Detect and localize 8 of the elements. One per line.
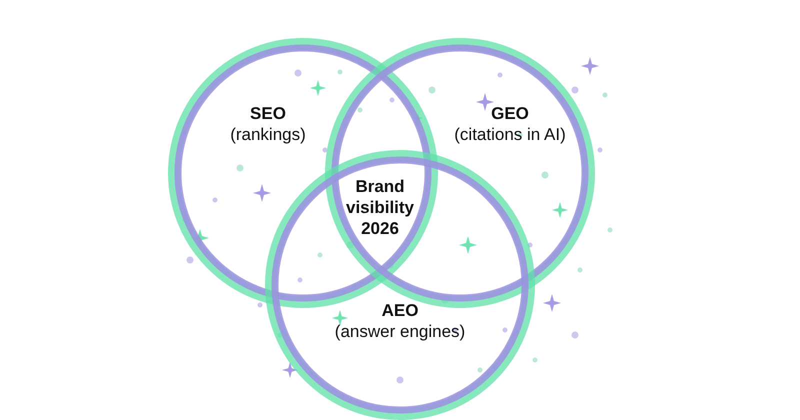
circle-subtitle: (answer engines) (334, 321, 466, 342)
circle-subtitle: (citations in AI) (453, 124, 567, 145)
center-label: Brand visibility 2026 (344, 176, 416, 239)
circle-heading: SEO (249, 103, 287, 124)
circle-heading: AEO (380, 300, 420, 321)
circle-subtitle: (rankings) (229, 124, 307, 145)
aeo-circle (263, 148, 537, 420)
circle-heading: GEO (490, 103, 530, 124)
